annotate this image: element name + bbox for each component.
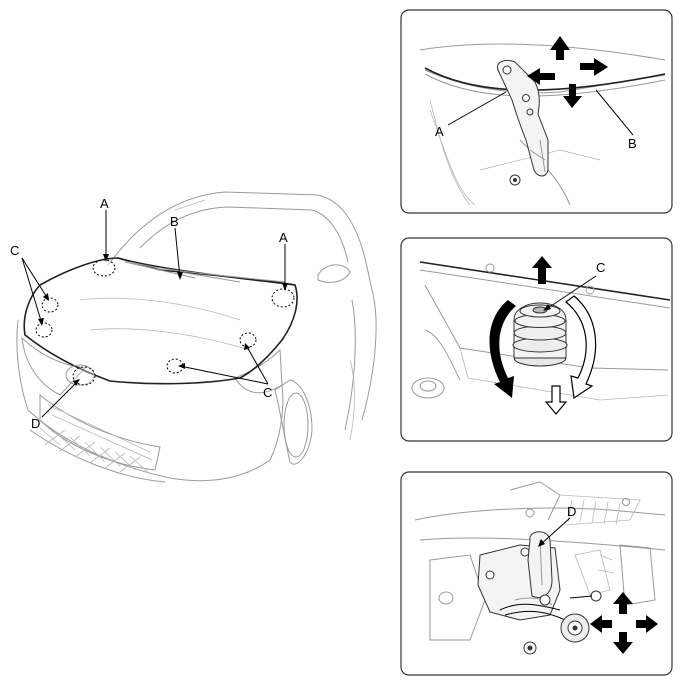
arrow-down-icon — [613, 632, 633, 654]
cowl-line — [117, 257, 296, 286]
label-b: B — [170, 214, 179, 229]
arrow-up-icon — [613, 592, 633, 614]
arrow-left-icon — [527, 68, 555, 85]
label-c-right: C — [263, 385, 272, 400]
hinge-right-circle — [271, 288, 295, 308]
bumper-stop-detail: C — [400, 237, 673, 442]
car-illustration — [16, 191, 377, 483]
bumper-stop-circle-4 — [239, 332, 257, 348]
arrow-down-icon — [563, 84, 582, 108]
latch-label-d: D — [567, 504, 576, 519]
bumper-stop-circle-1 — [41, 297, 59, 313]
arrow-right-icon — [636, 615, 658, 633]
bumper-stop-label-c: C — [596, 260, 605, 275]
arrow-down-outline-icon — [544, 385, 568, 415]
arrow-up-icon — [532, 256, 552, 284]
label-a-right: A — [279, 230, 288, 245]
bumper-stop-circle-2 — [35, 322, 53, 338]
arrow-right-icon — [580, 58, 608, 76]
hood-outline — [23, 257, 298, 385]
rotate-right-arrow-icon — [565, 295, 597, 400]
label-a-left: A — [100, 196, 109, 211]
label-d: D — [31, 416, 40, 431]
rubber-stop-icon — [512, 302, 568, 367]
hinge-label-b: B — [628, 136, 637, 151]
arrow-up-icon — [550, 36, 570, 60]
hinge-detail: A B — [400, 9, 673, 214]
arrow-left-icon — [590, 615, 612, 633]
label-c-left: C — [10, 243, 19, 258]
latch-detail: D — [400, 471, 673, 676]
hinge-left-circle — [92, 259, 116, 277]
rotate-left-arrow-icon — [489, 300, 516, 398]
hinge-label-a: A — [435, 124, 444, 139]
